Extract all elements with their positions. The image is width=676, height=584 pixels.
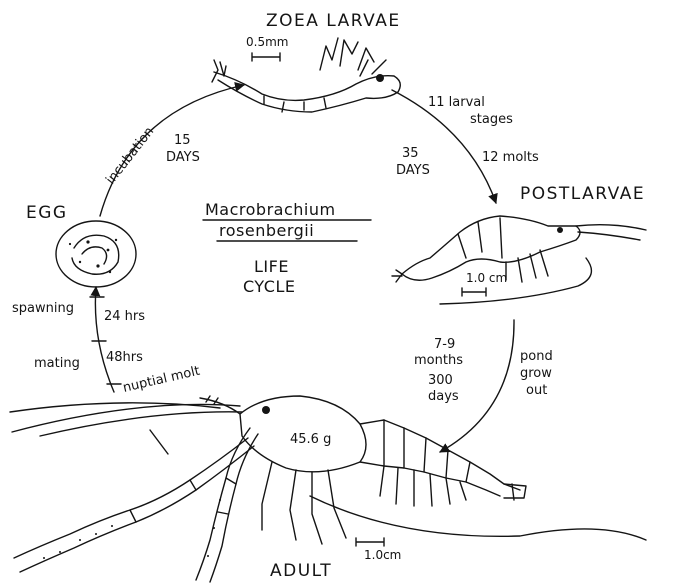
mating-label: mating	[34, 356, 80, 371]
adult-title: ADULT	[270, 561, 332, 581]
egg-illustration	[56, 221, 136, 287]
adult-scale-bar	[356, 538, 384, 546]
incubation-days-unit: DAYS	[166, 150, 200, 165]
larval-days-unit: DAYS	[396, 163, 430, 178]
molts-label: 12 molts	[482, 150, 539, 165]
life-label: LIFE	[254, 257, 289, 276]
grow-label: grow	[520, 366, 552, 381]
nuptial-molt-label: nuptial molt	[122, 364, 202, 396]
spawning-time: 24 hrs	[104, 309, 145, 324]
grow-days-unit: days	[428, 389, 459, 404]
postlarvae-scale-bar	[462, 288, 486, 296]
arrow-adult-to-egg	[95, 287, 114, 392]
cycle-label: CYCLE	[243, 277, 295, 296]
adult-weight-label: 45.6 g	[290, 432, 331, 447]
zoea-larva-illustration	[212, 38, 400, 112]
grow-days-number: 300	[428, 373, 453, 388]
postlarvae-scale-label: 1.0 cm	[466, 271, 507, 285]
grow-months-range: 7-9	[434, 337, 455, 352]
species-genus: Macrobrachium	[205, 200, 336, 219]
pond-label: pond	[520, 349, 553, 364]
incubation-label: incubation	[103, 124, 157, 187]
incubation-days-number: 15	[174, 133, 191, 148]
postlarvae-title: POSTLARVAE	[520, 184, 645, 204]
zoea-scale-bar	[252, 53, 280, 61]
egg-title: EGG	[26, 203, 68, 223]
larval-stages-label-2: stages	[470, 112, 513, 127]
species-epithet: rosenbergii	[219, 221, 314, 240]
zoea-scale-label: 0.5mm	[246, 35, 288, 49]
larval-days-number: 35	[402, 146, 419, 161]
mating-time: 48hrs	[106, 350, 143, 365]
grow-months-unit: months	[414, 353, 463, 368]
adult-scale-label: 1.0cm	[364, 548, 401, 562]
out-label: out	[526, 383, 547, 398]
spawning-label: spawning	[12, 301, 74, 316]
larval-stages-label: 11 larval	[428, 95, 485, 110]
adult-prawn-illustration	[10, 396, 646, 582]
zoea-larvae-title: ZOEA LARVAE	[266, 11, 401, 31]
postlarva-illustration	[392, 216, 646, 304]
